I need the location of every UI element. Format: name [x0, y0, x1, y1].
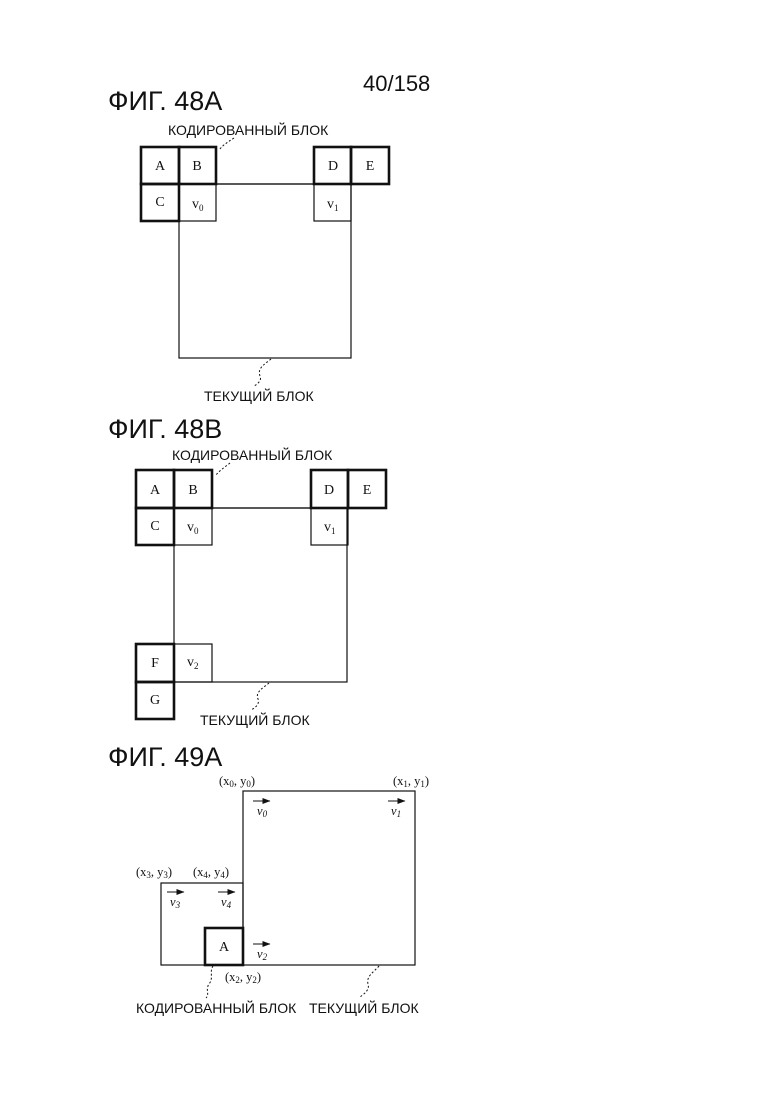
fig-48a-label-b: B	[192, 159, 201, 174]
fig-49a-label-a: A	[219, 940, 230, 955]
fig-48a-label-v0: v0	[192, 197, 204, 213]
fig-48b-label-f: F	[151, 656, 159, 671]
fig-48a-label-a: A	[155, 159, 166, 174]
fig-48b-coded-block-leader	[215, 463, 230, 476]
fig-49a-coded-block-caption: КОДИРОВАННЫЙ БЛОК	[136, 999, 297, 1016]
figure-48b: ФИГ. 48В КОДИРОВАННЫЙ БЛОК A B C D E F G…	[108, 414, 386, 728]
fig-49a-vec-v3: v3	[170, 895, 181, 910]
fig-48b-label-c: C	[150, 519, 159, 534]
fig-48a-coded-block-caption: КОДИРОВАННЫЙ БЛОК	[168, 121, 329, 138]
fig-48b-coded-block-caption: КОДИРОВАННЫЙ БЛОК	[172, 446, 333, 463]
fig-49a-vec-v4: v4	[221, 895, 232, 910]
fig-48a-current-block-caption: ТЕКУЩИЙ БЛОК	[204, 387, 315, 404]
fig-49a-current-block	[243, 791, 415, 965]
fig-49a-current-block-caption: ТЕКУЩИЙ БЛОК	[309, 999, 420, 1016]
fig-49a-title: ФИГ. 49А	[108, 742, 222, 772]
fig-48a-label-c: C	[155, 195, 164, 210]
fig-48b-label-g: G	[150, 693, 160, 708]
fig-48b-label-v0: v0	[187, 520, 199, 536]
fig-49a-vec-v1: v1	[391, 804, 401, 819]
figure-48a: ФИГ. 48А КОДИРОВАННЫЙ БЛОК A B C D E v0 …	[108, 86, 389, 404]
fig-49a-vec-v0: v0	[257, 804, 268, 819]
fig-48b-title: ФИГ. 48В	[108, 414, 222, 444]
fig-49a-vec-v2: v2	[257, 947, 268, 962]
fig-49a-coord-1: (x1, y1)	[393, 774, 429, 789]
fig-49a-coord-4: (x4, y4)	[193, 865, 229, 880]
fig-48b-label-v1: v1	[324, 520, 336, 536]
fig-49a-current-block-leader	[360, 966, 379, 997]
figure-49a: ФИГ. 49А A (x0, y0) v0 (x1, y1) v1 (x3, …	[108, 742, 429, 1016]
fig-49a-coded-block-leader	[206, 966, 213, 998]
fig-48b-label-b: B	[188, 483, 197, 498]
page-number: 40/158	[363, 71, 430, 96]
fig-48a-label-d: D	[328, 159, 338, 174]
fig-48b-current-block	[174, 508, 347, 682]
fig-48b-label-e: E	[363, 483, 372, 498]
fig-48b-label-v2: v2	[187, 655, 199, 671]
fig-48b-label-d: D	[324, 483, 334, 498]
fig-48b-label-a: A	[150, 483, 161, 498]
fig-48a-title: ФИГ. 48А	[108, 86, 222, 116]
fig-48a-current-block-leader	[254, 359, 271, 386]
fig-49a-coord-0: (x0, y0)	[219, 774, 255, 789]
fig-48a-current-block	[179, 184, 351, 358]
fig-48b-current-block-leader	[251, 683, 269, 710]
fig-48a-label-e: E	[366, 159, 375, 174]
fig-48a-label-v1: v1	[327, 197, 339, 213]
fig-48a-coded-block-leader	[219, 138, 234, 150]
fig-48b-current-block-caption: ТЕКУЩИЙ БЛОК	[200, 711, 311, 728]
fig-49a-coord-2: (x2, y2)	[225, 970, 261, 985]
fig-49a-coord-3: (x3, y3)	[136, 865, 172, 880]
